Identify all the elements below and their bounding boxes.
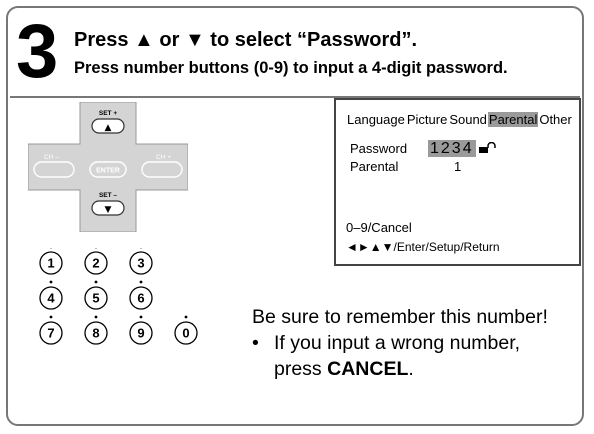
set-plus-label: SET + — [99, 110, 117, 117]
number-button-label: 8 — [92, 326, 99, 341]
up-button[interactable] — [91, 118, 125, 134]
bullet: • — [252, 332, 259, 354]
set-minus-label: SET – — [99, 192, 117, 199]
navigation-hint: ◄►▲▼/Enter/Setup/Return — [346, 240, 500, 254]
number-button-1[interactable]: 1 — [39, 248, 63, 275]
number-button-9[interactable]: 9 — [129, 315, 153, 345]
parental-label: Parental — [350, 159, 399, 174]
number-button-8[interactable]: 8 — [84, 315, 108, 345]
number-button-label: 2 — [92, 256, 99, 271]
number-button-5[interactable]: 5 — [84, 280, 108, 310]
enter-label: ENTER — [96, 168, 120, 175]
number-button-3[interactable]: 3 — [129, 248, 153, 275]
lock-open-icon — [479, 141, 496, 153]
cancel-keyword: CANCEL — [327, 358, 409, 380]
number-button-label: 1 — [47, 256, 54, 271]
password-row[interactable]: Password 1234 — [350, 140, 497, 158]
number-button-label: 4 — [47, 291, 55, 306]
parental-row[interactable]: Parental 1 — [350, 159, 461, 174]
note-line-1: Be sure to remember this number! — [252, 306, 548, 328]
note-block: Be sure to remember this number! • If yo… — [252, 304, 548, 380]
divider — [10, 96, 580, 98]
step-subheading: Press number buttons (0-9) to input a 4-… — [74, 59, 508, 77]
enter-button[interactable] — [89, 161, 127, 178]
cancel-hint: 0–9/Cancel — [346, 220, 412, 235]
number-button-label: 6 — [137, 291, 144, 306]
ch-plus-label: CH + — [156, 154, 171, 161]
ch-minus-label: CH – — [44, 154, 59, 161]
password-value: 1234 — [428, 140, 476, 157]
note-line-3: press CANCEL. — [274, 358, 414, 380]
step-heading: Press ▲ or ▼ to select “Password”. — [74, 29, 418, 51]
number-button-2[interactable]: 2 — [84, 248, 108, 275]
menu-item-picture[interactable]: Picture — [406, 112, 448, 127]
instruction-panel: 3 Press ▲ or ▼ to select “Password”. Pre… — [6, 6, 584, 426]
number-button-7[interactable]: 7 — [39, 315, 63, 345]
down-arrow-icon: ▼ — [105, 205, 112, 215]
number-button-label: 5 — [92, 291, 99, 306]
menu-item-sound[interactable]: Sound — [449, 112, 487, 127]
number-button-label: 0 — [182, 326, 189, 341]
remote-dpad-illustration: SET + ▲ CH – CH + ENTER SET – ▼ — [28, 102, 188, 232]
number-button-label: 3 — [137, 256, 144, 271]
note-line-2: If you input a wrong number, — [274, 332, 521, 354]
ch-minus-button[interactable] — [33, 161, 75, 178]
step-number: 3 — [16, 9, 58, 94]
number-button-6[interactable]: 6 — [129, 280, 153, 310]
number-button-0[interactable]: 0 — [174, 315, 198, 345]
number-button-4[interactable]: 4 — [39, 280, 63, 310]
number-button-label: 9 — [137, 326, 144, 341]
menu-item-other[interactable]: Other — [539, 112, 572, 127]
password-label: Password — [350, 141, 408, 156]
parental-value: 1 — [454, 159, 462, 174]
menu-item-parental[interactable]: Parental — [487, 112, 539, 127]
up-arrow-icon: ▲ — [105, 123, 112, 133]
number-button-label: 7 — [47, 326, 54, 341]
down-button[interactable] — [91, 200, 125, 216]
ch-plus-button[interactable] — [141, 161, 183, 178]
menu-item-language[interactable]: Language — [347, 112, 405, 127]
number-keypad: 1 2 3 4 5 6 7 8 9 0 — [39, 248, 198, 345]
